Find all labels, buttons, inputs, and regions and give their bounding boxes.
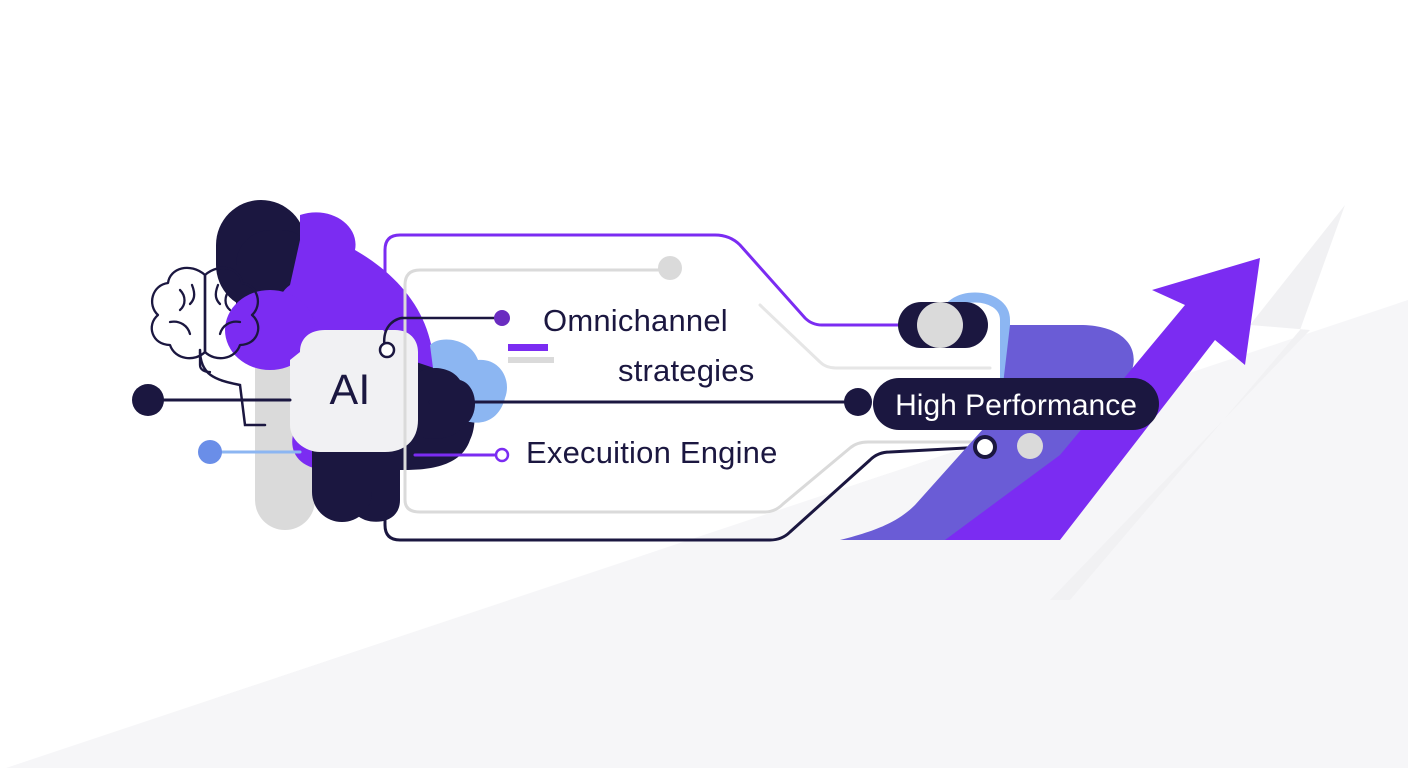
- bottom-right-nodes: [973, 433, 1043, 459]
- blob-cluster: [216, 200, 507, 530]
- omnichannel-label: Omnichannel: [543, 303, 728, 338]
- high-performance-pill: High Performance: [873, 378, 1159, 430]
- brain-icon: [150, 266, 260, 374]
- dash-mark-gray: [508, 357, 554, 363]
- strategies-label: strategies: [618, 353, 755, 388]
- high-performance-label: High Performance: [895, 389, 1137, 422]
- ai-label: AI: [329, 366, 371, 414]
- connector-dots: [132, 256, 872, 464]
- dash-mark-purple: [508, 344, 548, 351]
- execution-engine-label: Execuition Engine: [526, 435, 778, 470]
- background-arrow-shadow: [1050, 205, 1345, 600]
- toggle-pill: [898, 302, 988, 348]
